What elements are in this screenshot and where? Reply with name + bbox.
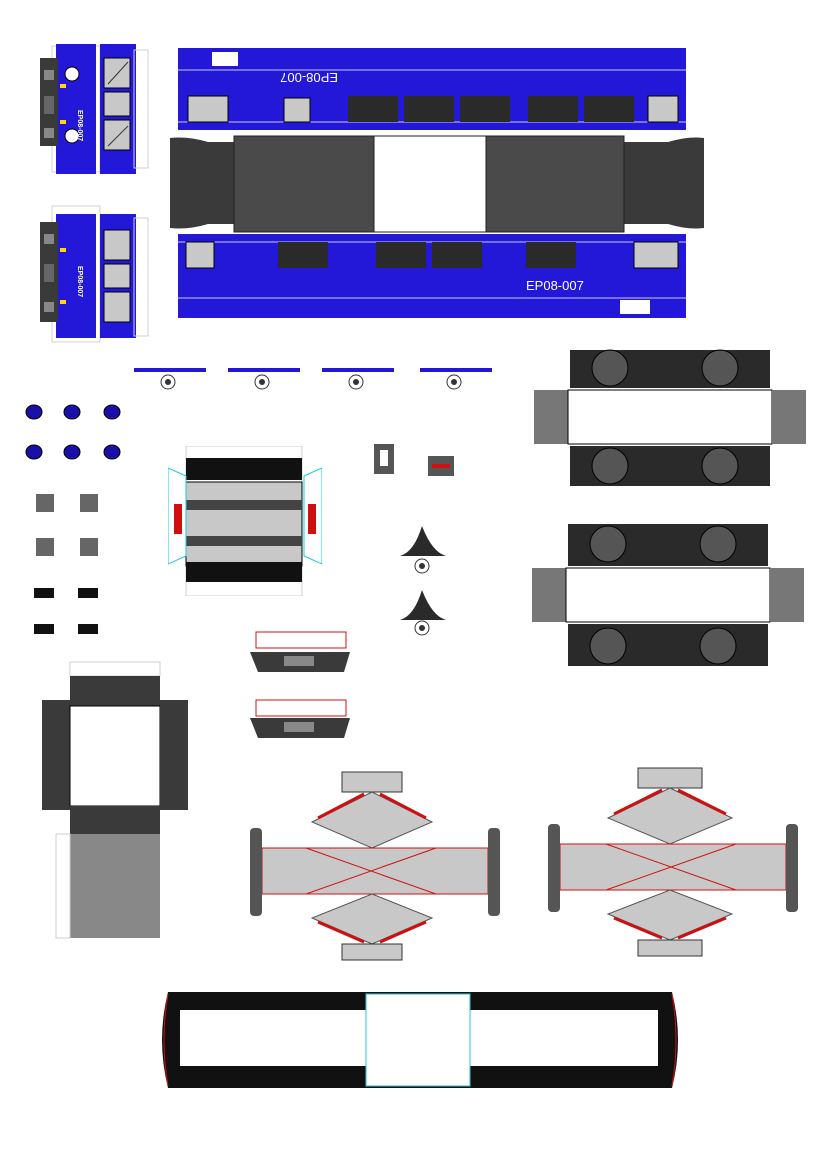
roof-net-left (250, 771, 500, 961)
number-label-upper: EP08-007 (280, 70, 338, 85)
locomotive-body-sheet: EP08-007 EP08-007 (170, 48, 704, 318)
bogie-second (532, 524, 804, 666)
cab-end-piece-bottom: EP08-007 (40, 205, 149, 343)
pantograph-icon (400, 526, 446, 636)
cab-end-piece-top: EP08-007 (40, 44, 149, 174)
coupler-icon (374, 444, 454, 476)
cab-number-label-bottom: EP08-007 (76, 266, 83, 297)
bogie-icon (534, 349, 806, 486)
cab-number-label-top: EP08-007 (76, 110, 83, 141)
number-label-lower: EP08-007 (526, 278, 584, 293)
roof-bars-row (134, 368, 492, 390)
buffer-icon (25, 404, 121, 634)
cab-box-net (42, 661, 188, 939)
bogie-side-frames (250, 631, 350, 738)
chassis-floor-strip (162, 992, 678, 1088)
frame-underside-net (168, 446, 322, 596)
roof-net-right (548, 767, 798, 957)
